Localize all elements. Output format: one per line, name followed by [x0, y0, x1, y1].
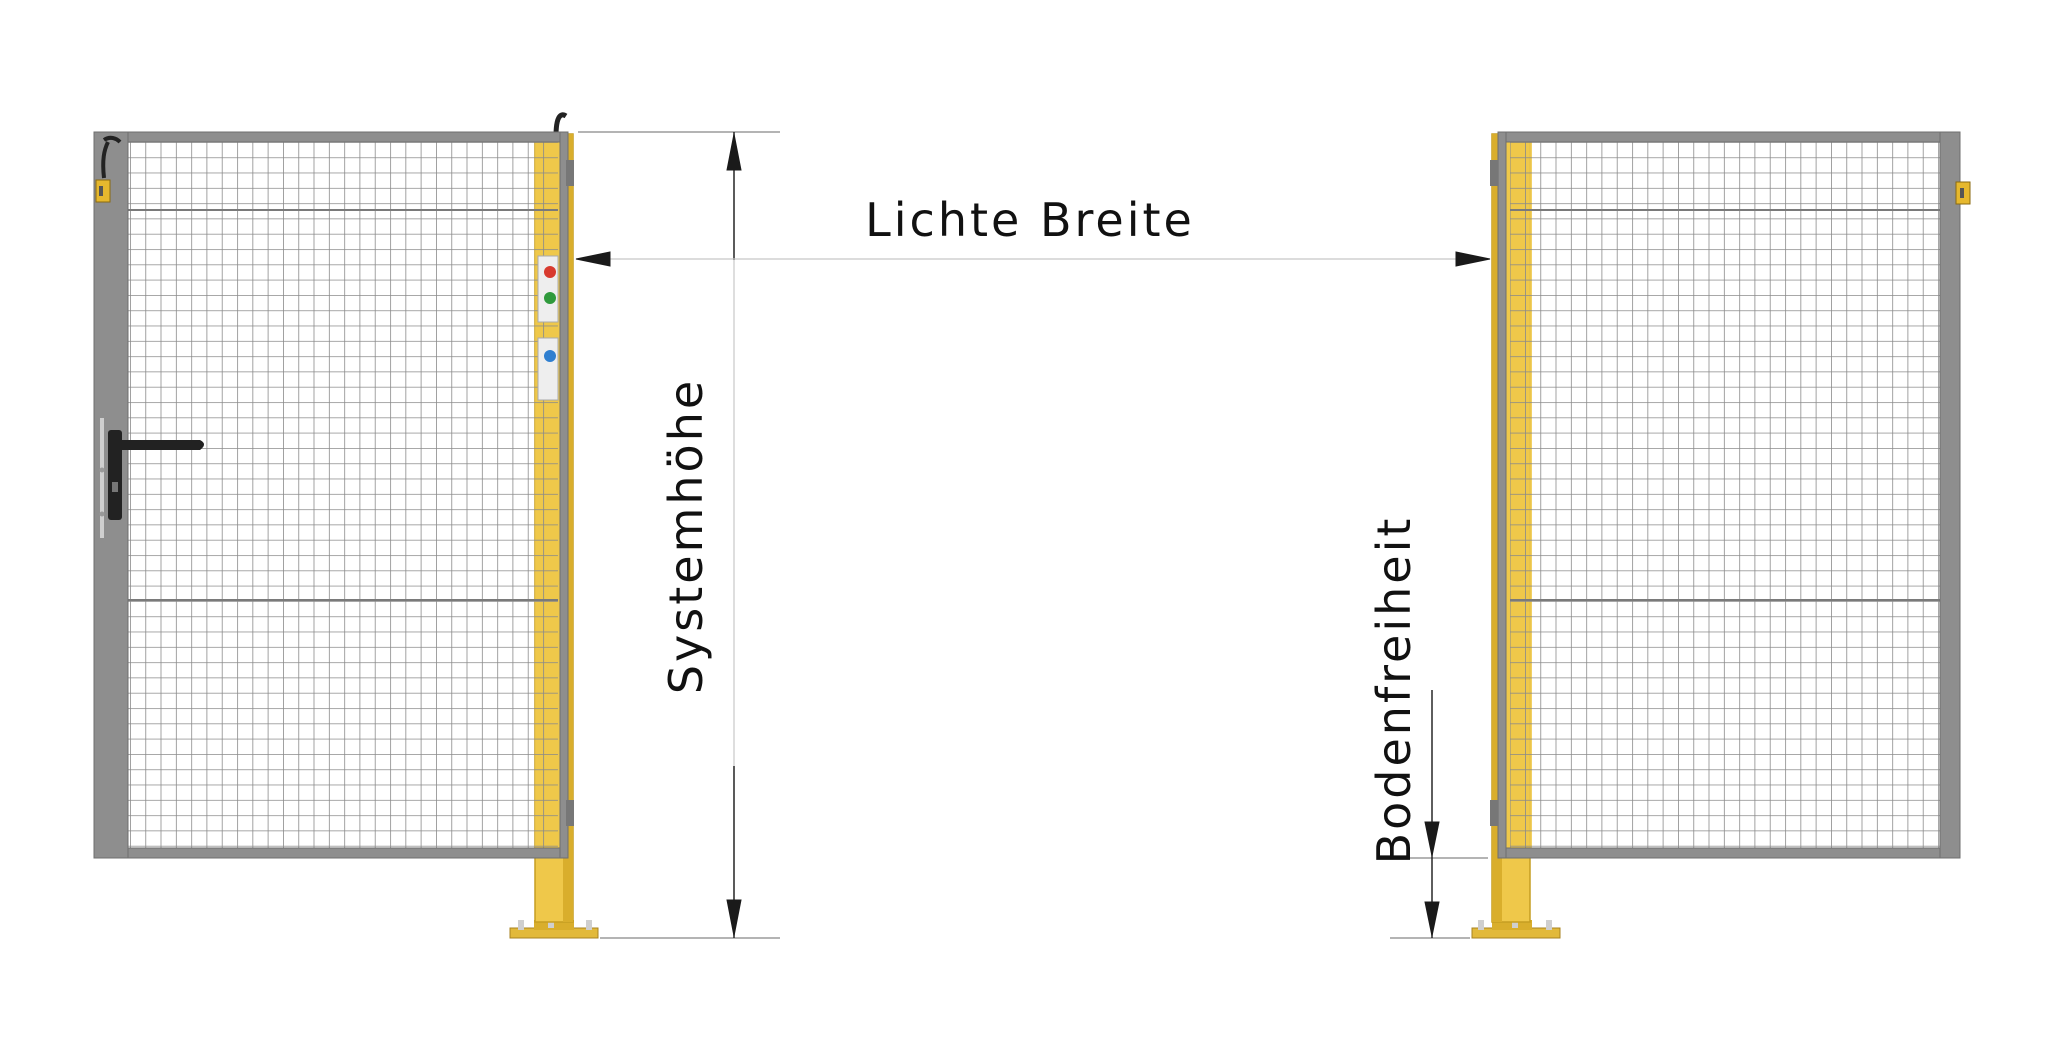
- green-button: [544, 292, 556, 304]
- ground-clearance-label: Bodenfreiheit: [1367, 516, 1421, 865]
- control-panel-icon: [537, 255, 559, 401]
- blue-button: [544, 350, 556, 362]
- ground-clearance-arrow-top: [1424, 821, 1440, 857]
- left-mesh-panel: [128, 140, 558, 852]
- clear-width-arrow-left: [575, 251, 611, 267]
- left-hinge-icon: [566, 160, 574, 186]
- clear-width-label: Lichte Breite: [865, 193, 1195, 247]
- right-mesh-panel: [1510, 140, 1942, 852]
- dimension-lines: [575, 131, 1491, 939]
- door-handle-icon: [99, 418, 204, 538]
- left-gate: [93, 112, 599, 939]
- red-button: [544, 266, 556, 278]
- system-height-arrow-top: [726, 133, 742, 171]
- right-hinge-icon: [1490, 160, 1498, 186]
- ground-clearance-arrow-bottom: [1424, 901, 1440, 937]
- clear-width-arrow-right: [1455, 251, 1491, 267]
- right-gate-frame: [1497, 131, 1961, 859]
- right-latch-icon: [1955, 181, 1971, 205]
- right-gate: [1471, 131, 1971, 939]
- left-gate-frame: [93, 131, 569, 859]
- system-height-label: Systemhöhe: [659, 378, 713, 694]
- left-latch-icon: [95, 135, 122, 203]
- system-height-arrow-bottom: [726, 899, 742, 937]
